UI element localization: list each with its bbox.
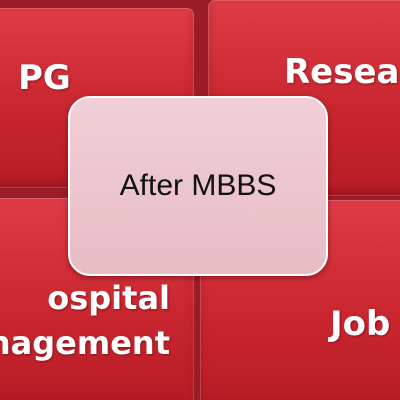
- quadrant-pg-label: PG: [18, 58, 71, 98]
- quadrant-research-label: Researc: [284, 52, 400, 92]
- center-node: After MBBS: [68, 96, 328, 276]
- center-node-label: After MBBS: [119, 169, 277, 202]
- quadrant-job-label: Job: [330, 304, 391, 344]
- quadrant-hospital-management-label: ospital nagement: [0, 279, 170, 363]
